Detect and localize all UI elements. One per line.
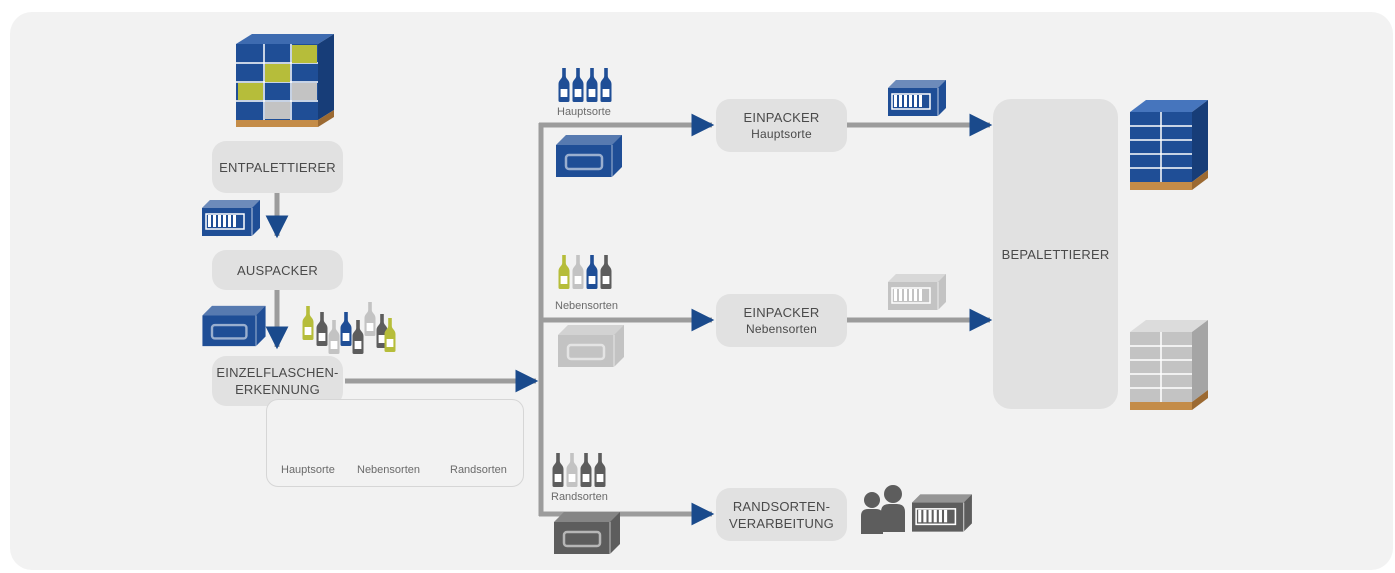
einpacker-nebensorten-title: EINPACKER <box>743 304 820 320</box>
auspacker-node: AUSPACKER <box>212 250 343 290</box>
blue-box-icon <box>202 304 266 348</box>
einpacker-nebensorten-node: EINPACKER Nebensorten <box>716 294 847 347</box>
worker-icon <box>861 485 905 534</box>
branch-nebensorten-box-icon <box>558 323 624 369</box>
input-pallet-icon <box>236 34 334 127</box>
entpalettierer-node: ENTPALETTIERER <box>212 141 343 193</box>
bepalettierer-node: BEPALETTIERER <box>993 99 1118 409</box>
branch-nebensorten-label: Nebensorten <box>555 300 618 312</box>
einpacker-hauptsorte-title: EINPACKER <box>743 109 820 125</box>
branch-randsorten-label: Randsorten <box>551 491 608 503</box>
randsorten-verarbeitung-label-line1: RANDSORTEN- <box>732 498 831 514</box>
mixed-bottles-icon <box>302 302 396 354</box>
einpacker-hauptsorte-subtitle: Hauptsorte <box>751 126 812 141</box>
einzelflaschenerkennung-label-line1: EINZELFLASCHEN- <box>216 365 339 380</box>
entpalettierer-label: ENTPALETTIERER <box>219 159 336 175</box>
randsorten-crate-icon <box>912 493 973 533</box>
output-pallet-gray-icon <box>1130 320 1208 410</box>
bepalettierer-label: BEPALETTIERER <box>1001 246 1110 262</box>
blue-crate-icon <box>202 199 261 237</box>
einzelflaschenerkennung-label-line2: ERKENNUNG <box>235 382 320 397</box>
branch-randsorten-box-icon <box>554 510 620 556</box>
randsorten-verarbeitung-label-line2: VERARBEITUNG <box>729 515 834 531</box>
branch-hauptsorte-label: Hauptsorte <box>557 106 611 118</box>
legend-hauptsorte-label: Hauptsorte <box>281 464 335 476</box>
output-blue-crate-icon <box>888 79 947 117</box>
einzelflaschenerkennung-node: EINZELFLASCHEN- ERKENNUNG <box>212 356 343 406</box>
branch-hauptsorte-box-icon <box>556 133 622 179</box>
einpacker-hauptsorte-node: EINPACKER Hauptsorte <box>716 99 847 152</box>
branch-hauptsorte-bottles-icon <box>558 68 612 102</box>
branch-randsorten-bottles-icon <box>552 453 606 487</box>
output-gray-crate-icon <box>888 273 947 311</box>
flow-lines <box>265 113 993 526</box>
auspacker-label: AUSPACKER <box>236 262 319 278</box>
legend-nebensorten-label: Nebensorten <box>357 464 420 476</box>
output-pallet-blue-icon <box>1130 100 1208 190</box>
randsorten-verarbeitung-node: RANDSORTEN- VERARBEITUNG <box>716 488 847 541</box>
einpacker-nebensorten-subtitle: Nebensorten <box>746 321 817 336</box>
branch-nebensorten-bottles-icon <box>558 255 612 289</box>
legend-randsorten-label: Randsorten <box>450 464 507 476</box>
bottle-type-legend <box>266 399 524 487</box>
